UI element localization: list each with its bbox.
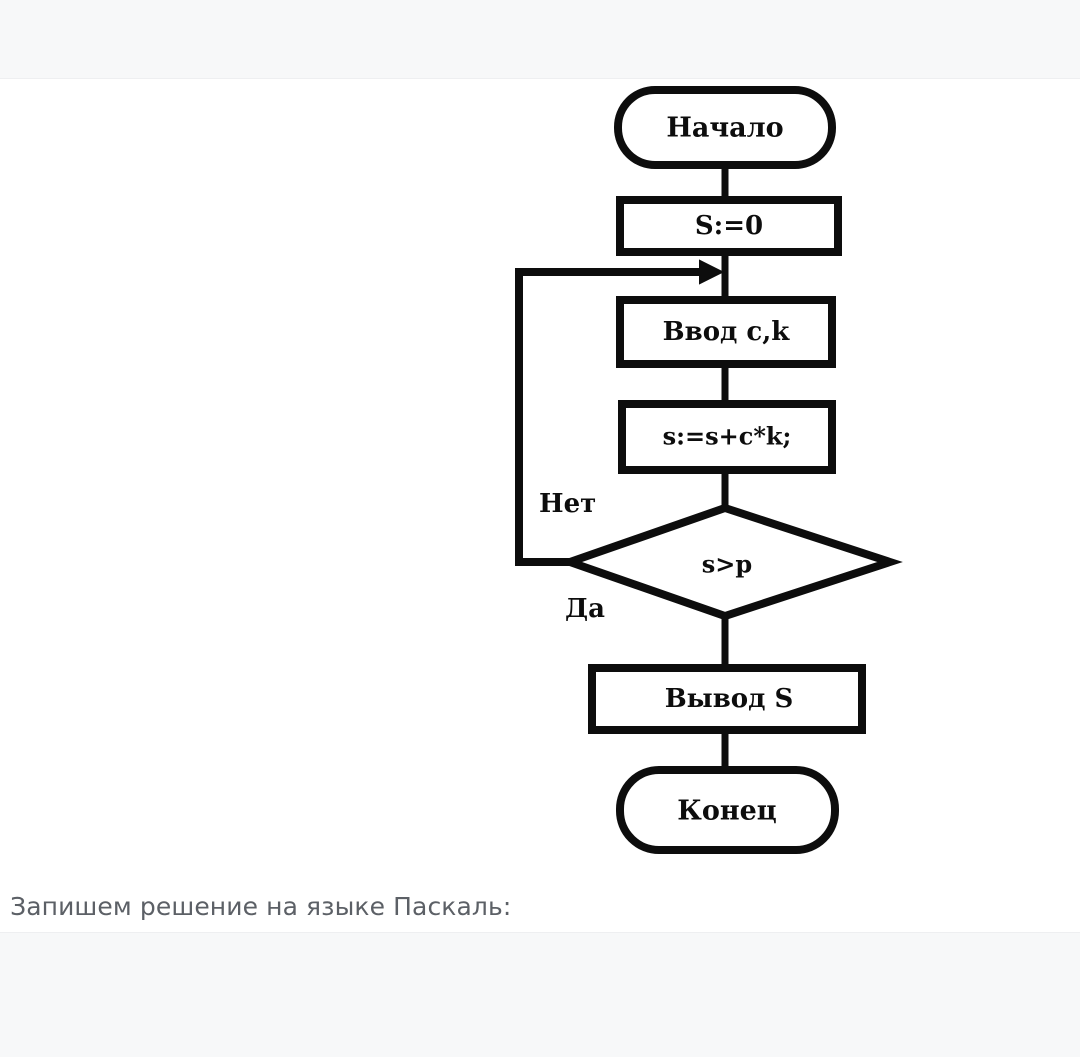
- node-decision[interactable]: s>p: [557, 503, 903, 621]
- node-start[interactable]: Начало: [614, 86, 836, 169]
- output-label: Вывод S: [665, 684, 794, 714]
- flowchart-canvas: Начало S:=0 Ввод c,k s:=s+c*k; s>p: [515, 86, 903, 854]
- start-terminator-shape: [614, 86, 836, 169]
- branch-label-yes: Да: [565, 594, 605, 624]
- top-background-band: [0, 0, 1080, 79]
- node-accum[interactable]: s:=s+c*k;: [618, 400, 836, 474]
- node-end[interactable]: Конец: [616, 766, 839, 854]
- decision-label: s>p: [702, 550, 752, 579]
- input-label: Ввод c,k: [663, 317, 791, 347]
- accum-process-shape: [618, 400, 836, 474]
- loop-back-edge: [515, 268, 716, 566]
- bottom-background-band: [0, 932, 1080, 1057]
- caption-row: . Запишем решение на языке Паскаль:: [0, 884, 1040, 928]
- branch-label-no: Нет: [539, 489, 596, 519]
- accum-label: s:=s+c*k;: [663, 422, 792, 451]
- input-process-shape: [616, 296, 836, 368]
- node-output[interactable]: Вывод S: [588, 664, 866, 734]
- end-label: Конец: [677, 796, 777, 827]
- loop-back-arrowhead: [699, 259, 725, 285]
- node-init[interactable]: S:=0: [616, 196, 842, 256]
- init-process-shape: [616, 196, 842, 256]
- decision-diamond-shape: [557, 503, 903, 621]
- end-terminator-shape: [616, 766, 839, 854]
- start-label: Начало: [666, 113, 783, 144]
- output-process-shape: [588, 664, 866, 734]
- caption-text: . Запишем решение на языке Паскаль:: [0, 891, 512, 921]
- node-input[interactable]: Ввод c,k: [616, 296, 836, 368]
- init-label: S:=0: [695, 211, 763, 241]
